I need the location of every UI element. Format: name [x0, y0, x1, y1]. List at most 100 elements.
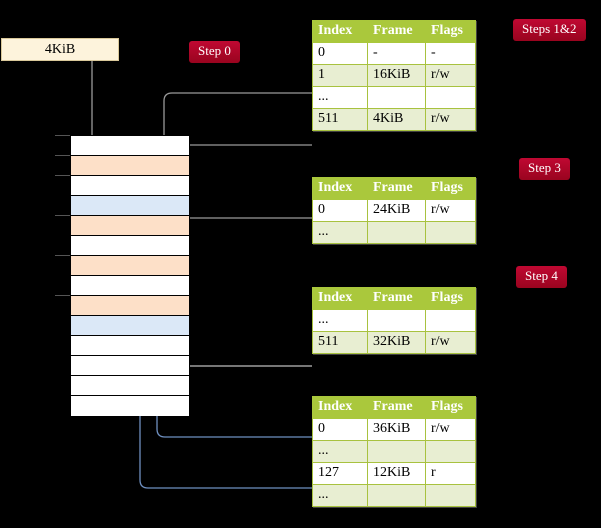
column-header-flags: Flags: [425, 287, 476, 310]
badge-step-0: Step 0: [189, 41, 240, 63]
memory-frame-row: [71, 136, 189, 156]
virtual-address-label: 4KiB: [44, 41, 76, 57]
cell-index: 511: [312, 331, 368, 354]
memory-frame-row: [71, 196, 189, 216]
cell-frame: 24KiB: [367, 199, 426, 222]
cell-index: ...: [312, 440, 368, 463]
cell-frame: [367, 440, 426, 463]
wire-steps12: [162, 92, 312, 145]
wire-blue-table4-row0: [149, 210, 312, 438]
memory-frame-row: [71, 356, 189, 376]
memory-frame-row: [71, 296, 189, 316]
column-header-index: Index: [312, 287, 368, 310]
cell-index: ...: [312, 484, 368, 507]
cell-frame: [367, 86, 426, 109]
table-row: ...: [312, 86, 476, 109]
memory-frame-row: [71, 336, 189, 356]
cell-flags: [425, 484, 476, 507]
memory-frame-row: [71, 236, 189, 256]
column-header-flags: Flags: [425, 177, 476, 200]
memory-frame-row: [71, 256, 189, 276]
table-row: ...: [312, 484, 476, 507]
memory-frame-row: [71, 176, 189, 196]
column-header-frame: Frame: [367, 20, 426, 43]
column-header-flags: Flags: [425, 396, 476, 419]
table-row: ...: [312, 440, 476, 463]
cell-flags: [425, 86, 476, 109]
badge-step-4: Step 4: [516, 266, 567, 288]
memory-frame-row: [71, 376, 189, 396]
physical-memory-column: [70, 135, 190, 416]
memory-frame-row: [71, 216, 189, 236]
cell-flags: -: [425, 42, 476, 65]
column-header-index: Index: [312, 396, 368, 419]
cell-flags: r/w: [425, 108, 476, 131]
cell-index: 0: [312, 199, 368, 222]
cell-index: ...: [312, 221, 368, 244]
cell-frame: 32KiB: [367, 331, 426, 354]
cell-frame: -: [367, 42, 426, 65]
cell-flags: [425, 221, 476, 244]
cell-flags: [425, 309, 476, 332]
memory-row-tick: [55, 155, 70, 156]
cell-frame: 16KiB: [367, 64, 426, 87]
column-header-frame: Frame: [367, 396, 426, 419]
table-row: 0--: [312, 42, 476, 65]
cell-frame: [367, 221, 426, 244]
memory-frame-row: [71, 276, 189, 296]
cell-frame: 36KiB: [367, 418, 426, 441]
cell-index: ...: [312, 86, 368, 109]
table-row: ...: [312, 309, 476, 332]
column-header-frame: Frame: [367, 177, 426, 200]
wire-steps12-b: [167, 144, 312, 205]
memory-row-tick: [55, 135, 70, 136]
cell-flags: r/w: [425, 64, 476, 87]
cell-frame: 12KiB: [367, 462, 426, 485]
badge-steps-1-2: Steps 1&2: [513, 19, 586, 41]
memory-row-tick: [55, 295, 70, 296]
cell-index: 1: [312, 64, 368, 87]
cell-frame: [367, 484, 426, 507]
wire-step4: [169, 295, 312, 367]
wire-step3: [175, 217, 312, 245]
cell-index: 0: [312, 42, 368, 65]
cell-frame: [367, 309, 426, 332]
memory-frame-row: [71, 316, 189, 336]
column-header-index: Index: [312, 20, 368, 43]
wire-blue-table4-row127: [132, 330, 312, 489]
column-header-index: Index: [312, 177, 368, 200]
memory-row-tick: [55, 215, 70, 216]
badge-step-3: Step 3: [519, 158, 570, 180]
table-row: ...: [312, 221, 476, 244]
cell-frame: 4KiB: [367, 108, 426, 131]
virtual-address-box: 4KiB: [1, 38, 119, 61]
cell-flags: r/w: [425, 199, 476, 222]
cell-index: 0: [312, 418, 368, 441]
cell-index: 511: [312, 108, 368, 131]
cell-index: ...: [312, 309, 368, 332]
memory-row-tick: [55, 175, 70, 176]
memory-frame-row: [71, 396, 189, 416]
memory-row-tick: [55, 255, 70, 256]
column-header-flags: Flags: [425, 20, 476, 43]
cell-index: 127: [312, 462, 368, 485]
column-header-frame: Frame: [367, 287, 426, 310]
cell-flags: r/w: [425, 331, 476, 354]
memory-frame-row: [71, 156, 189, 176]
cell-flags: r: [425, 462, 476, 485]
